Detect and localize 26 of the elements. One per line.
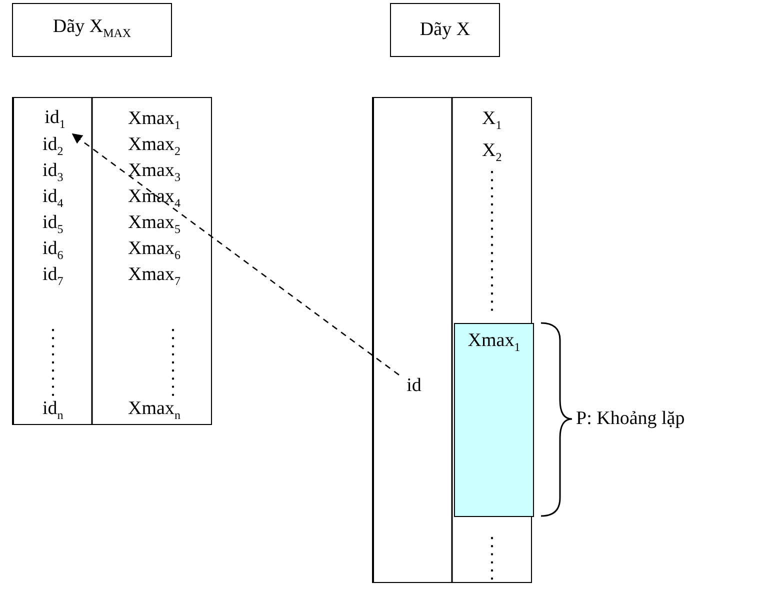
bracket-caption: P: Khoảng lặp bbox=[576, 408, 685, 430]
table-frame bbox=[372, 97, 532, 583]
cell-text: id$_{7}$ bbox=[42, 264, 64, 290]
highlighted-cell: Xmax$_{1}$ bbox=[454, 323, 534, 517]
cell-text: id$_{n}$ bbox=[42, 398, 64, 424]
title-box: Dãy X bbox=[390, 3, 500, 57]
cell-text: X$_{1}$ bbox=[482, 108, 502, 134]
cell-text: id$_{6}$ bbox=[42, 238, 64, 264]
arrow bbox=[72, 133, 400, 376]
cell-text: id$_{1}$ bbox=[37, 108, 73, 134]
cell-text: Xmax$_{6}$ bbox=[128, 238, 180, 264]
cell-text: Xmax$_{2}$ bbox=[128, 134, 180, 160]
cell-text: Xmax$_{1}$ bbox=[128, 108, 180, 134]
cell-text: id bbox=[399, 373, 429, 399]
cell-text: Xmax$_{3}$ bbox=[128, 160, 180, 186]
table-frame bbox=[12, 97, 212, 425]
cell-text: Xmax$_{5}$ bbox=[128, 212, 180, 238]
title-box: Dãy X$_{MAX}$ bbox=[12, 3, 172, 57]
cell-text: Xmax$_{7}$ bbox=[128, 264, 180, 290]
cell-text: id$_{3}$ bbox=[42, 160, 64, 186]
cell-text: id$_{2}$ bbox=[42, 134, 64, 160]
cell-text: Xmax$_{4}$ bbox=[128, 186, 180, 212]
cell-text: Xmax$_{n}$ bbox=[128, 398, 180, 424]
cell-text: id$_{5}$ bbox=[42, 212, 64, 238]
cell-text: id$_{4}$ bbox=[42, 186, 64, 212]
cell-text: X$_{2}$ bbox=[482, 140, 502, 166]
